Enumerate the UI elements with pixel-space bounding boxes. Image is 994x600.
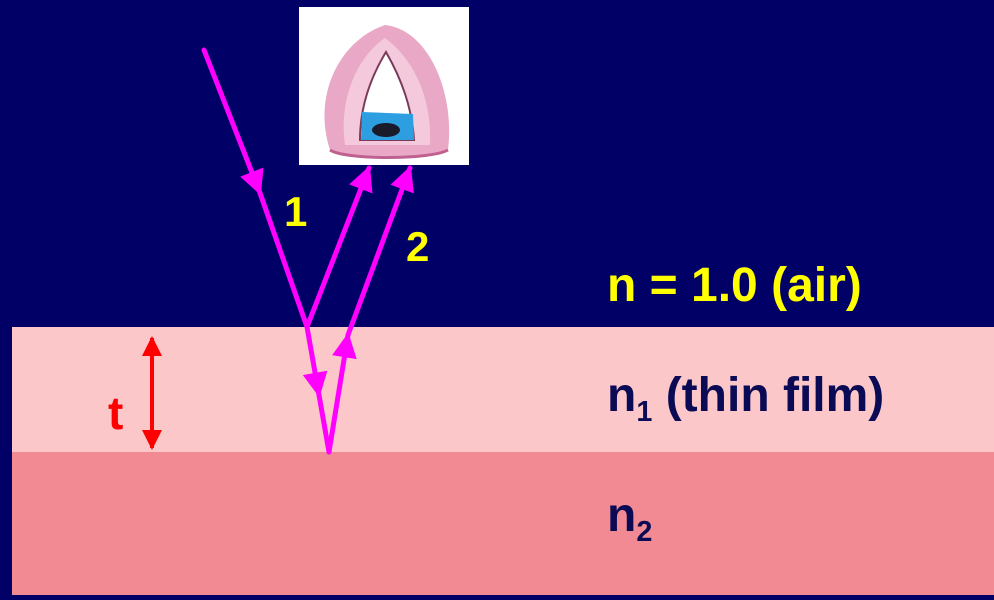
light-rays	[201, 47, 414, 455]
refracted-ray-arrow	[302, 324, 328, 398]
substrate-index-label: n2	[607, 488, 652, 548]
film-description: (thin film)	[665, 369, 885, 422]
film-symbol: n	[607, 369, 637, 422]
internal-reflected-ray	[326, 332, 357, 455]
ray-2-label: 2	[406, 223, 430, 270]
eye-icon	[299, 7, 469, 165]
substrate-layer	[12, 452, 994, 595]
ray-1-label: 1	[284, 188, 308, 235]
thickness-label: t	[108, 387, 124, 439]
substrate-subscript: 2	[636, 516, 653, 549]
air-index-label: n = 1.0 (air)	[607, 259, 862, 312]
incident-ray-arrow	[201, 47, 264, 196]
thin-film-layer	[12, 327, 994, 452]
refracted-ray	[316, 392, 332, 455]
substrate-symbol: n	[607, 489, 637, 542]
incident-ray	[257, 190, 310, 330]
air-region	[0, 0, 994, 327]
reflected-ray-2	[345, 165, 414, 338]
film-index-label: n1 (thin film)	[607, 368, 885, 428]
film-subscript: 1	[636, 396, 653, 429]
reflected-ray-1	[304, 165, 373, 330]
